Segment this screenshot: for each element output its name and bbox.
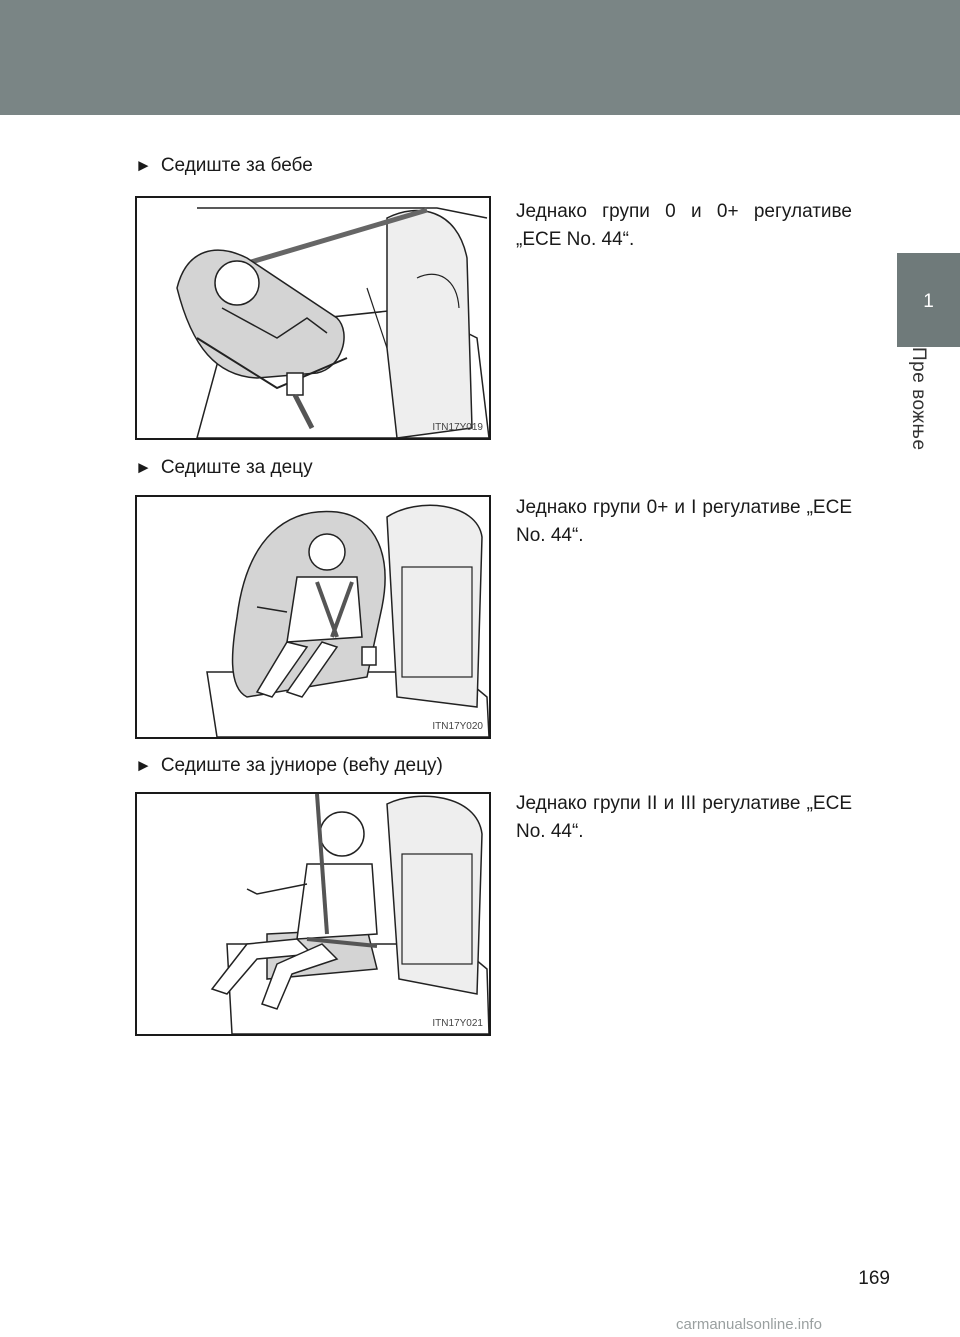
triangle-right-icon: ► xyxy=(135,156,152,175)
figure-code: ITN17Y019 xyxy=(432,422,483,433)
section-heading-infant-seat: ► Седиште за бебе xyxy=(135,155,313,177)
section-description: Једнако групи 0 и 0+ регулативе „ECE No.… xyxy=(516,201,852,250)
section-heading-junior-seat: ► Седиште за јуниоре (већу децу) xyxy=(135,755,443,777)
page-number: 169 xyxy=(858,1268,890,1289)
figure-child-seat: ITN17Y020 xyxy=(135,495,491,739)
header-band xyxy=(0,0,960,115)
watermark: carmanualsonline.info xyxy=(676,1316,822,1333)
chapter-number: 1 xyxy=(923,291,934,312)
chapter-title: Пре вожње xyxy=(908,347,929,451)
section-description: Једнако групи 0+ и I регулативе „ECE No.… xyxy=(516,497,852,546)
figure-junior-seat: ITN17Y021 xyxy=(135,792,491,1036)
triangle-right-icon: ► xyxy=(135,458,152,477)
figure-code: ITN17Y020 xyxy=(432,721,483,732)
section-heading-text: Седиште за јуниоре (већу децу) xyxy=(160,755,443,776)
figure-code: ITN17Y021 xyxy=(432,1018,483,1029)
side-tab-spacer xyxy=(897,115,960,253)
chapter-title-tab: Пре вожње xyxy=(897,347,960,497)
section-heading-child-seat: ► Седиште за децу xyxy=(135,457,313,479)
section-heading-text: Седиште за децу xyxy=(160,457,313,478)
section-description: Једнако групи II и III регулативе „ECE N… xyxy=(516,793,852,842)
section-heading-text: Седиште за бебе xyxy=(160,155,313,176)
chapter-tab[interactable]: 1 xyxy=(897,253,960,347)
triangle-right-icon: ► xyxy=(135,756,152,775)
figure-infant-seat: ITN17Y019 xyxy=(135,196,491,440)
